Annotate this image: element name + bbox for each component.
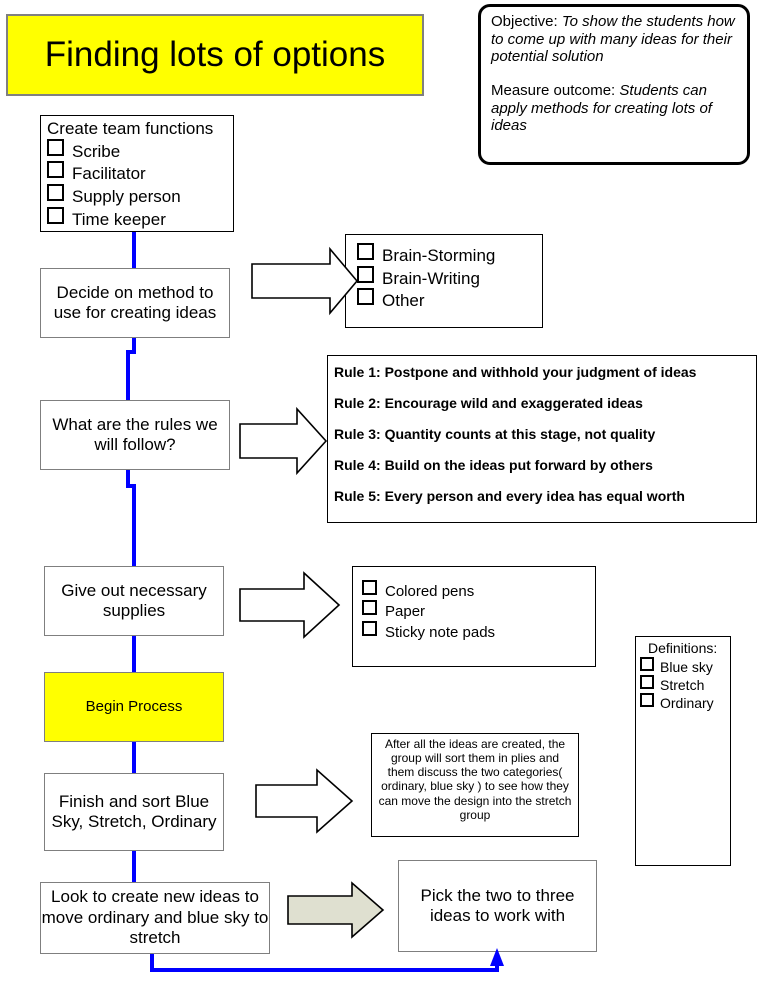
step-give-supplies[interactable]: Give out necessary supplies [44,566,224,636]
rule-line: Rule 2: Encourage wild and exaggerated i… [334,395,643,411]
checkbox-icon[interactable] [47,138,64,156]
list-item-label: Facilitator [72,164,146,184]
connector-rules-to-supplies [126,470,136,566]
rule-line: Rule 5: Every person and every idea has … [334,488,685,504]
list-item: Paper [362,600,591,621]
step-label: Decide on method to use for creating ide… [53,282,217,322]
checkbox-icon[interactable] [640,692,654,707]
list-item: Stretch [640,674,728,694]
measure-line: Measure outcome: Students can apply meth… [491,82,738,135]
list-item-label: Time keeper [72,209,166,229]
list-item: Colored pens [362,580,591,601]
block-arrow-to-rules-icon [239,406,328,476]
list-item: Other [357,288,538,312]
list-item-label: Paper [385,603,426,621]
list-item: Blue sky [640,656,728,676]
list-item-label: Blue sky [660,658,713,675]
list-item-label: Other [382,291,425,311]
checkbox-icon[interactable] [362,600,377,616]
supplies-box: Colored pens Paper Sticky note pads [352,566,596,667]
objective-spacer [491,66,738,82]
checkbox-icon[interactable] [362,620,377,636]
step-look-create[interactable]: Look to create new ideas to move ordinar… [40,882,270,954]
list-item-label: Brain-Storming [382,246,496,265]
list-item: Time keeper [47,206,229,231]
list-item-label: Scribe [72,141,121,161]
block-arrow-to-pick-ideas-icon [287,881,385,939]
list-item: Supply person [47,184,229,208]
list-item: Brain-Storming [357,243,538,267]
objective-text: To show the students how to come up with… [491,13,735,66]
connector-feedback-loop [150,954,499,972]
team-functions-heading: Create team functions [47,119,214,138]
checkbox-icon[interactable] [47,206,64,224]
checkbox-icon[interactable] [357,288,374,306]
step-begin-process[interactable]: Begin Process [44,672,224,742]
page-title-banner: Finding lots of options [6,14,424,96]
objective-line: Objective: To show the students how to c… [491,13,738,66]
block-arrow-to-sort-note-icon [255,768,354,834]
objective-panel: Objective: To show the students how to c… [478,4,750,165]
checkbox-icon[interactable] [640,674,654,689]
step-rules-question[interactable]: What are the rules we will follow? [40,400,230,470]
list-item: Scribe [47,138,229,163]
sort-note-box: After all the ideas are created, the gro… [371,733,579,837]
objective-label: Objective: [491,13,558,30]
methods-box: Brain-Storming Brain-Writing Other [345,234,543,328]
checkbox-icon[interactable] [47,184,64,202]
checkbox-icon[interactable] [357,243,374,260]
list-item-label: Supply person [72,187,181,207]
rule-line: Rule 3: Quantity counts at this stage, n… [334,426,656,442]
list-item-label: Sticky note pads [385,623,496,641]
measure-label: Measure outcome: [491,82,616,100]
list-item: Sticky note pads [362,620,591,642]
list-item: Facilitator [47,161,229,185]
team-functions-box: Create team functions Scribe Facilitator… [40,115,234,232]
block-arrow-to-methods-icon [251,246,359,316]
step-finish-sort[interactable]: Finish and sort Blue Sky, Stretch, Ordin… [44,773,224,851]
page-title: Finding lots of options [44,35,386,74]
list-item-label: Ordinary [660,694,714,711]
checkbox-icon[interactable] [640,656,654,671]
checkbox-icon[interactable] [362,580,377,595]
step-label: Give out necessary supplies [61,580,207,620]
checkbox-icon[interactable] [47,161,64,179]
rule-line: Rule 1: Postpone and withhold your judgm… [334,364,697,380]
definitions-heading: Definitions: [648,640,718,656]
sort-note-text: After all the ideas are created, the gro… [378,737,572,822]
step-label: Look to create new ideas to move ordinar… [41,887,269,948]
list-item: Brain-Writing [357,265,538,290]
list-item-label: Stretch [660,676,705,693]
step-decide-method[interactable]: Decide on method to use for creating ide… [40,268,230,338]
measure-text: Students can apply methods for creating … [491,82,712,135]
checkbox-icon[interactable] [357,265,374,283]
list-item-label: Colored pens [385,583,475,600]
step-label: Begin Process [85,698,183,715]
connector-decide-to-rules [126,338,136,400]
step-label: Finish and sort Blue Sky, Stretch, Ordin… [51,791,217,831]
block-arrow-to-supplies-icon [239,571,341,639]
list-item: Ordinary [640,692,728,712]
definitions-box: Definitions: Blue sky Stretch Ordinary [635,636,731,866]
rules-box: Rule 1: Postpone and withhold your judgm… [327,355,757,523]
step-label: Pick the two to three ideas to work with [420,885,575,925]
rule-line: Rule 4: Build on the ideas put forward b… [334,457,653,473]
step-label: What are the rules we will follow? [52,414,218,454]
step-pick-ideas[interactable]: Pick the two to three ideas to work with [398,860,597,952]
list-item-label: Brain-Writing [382,268,480,288]
